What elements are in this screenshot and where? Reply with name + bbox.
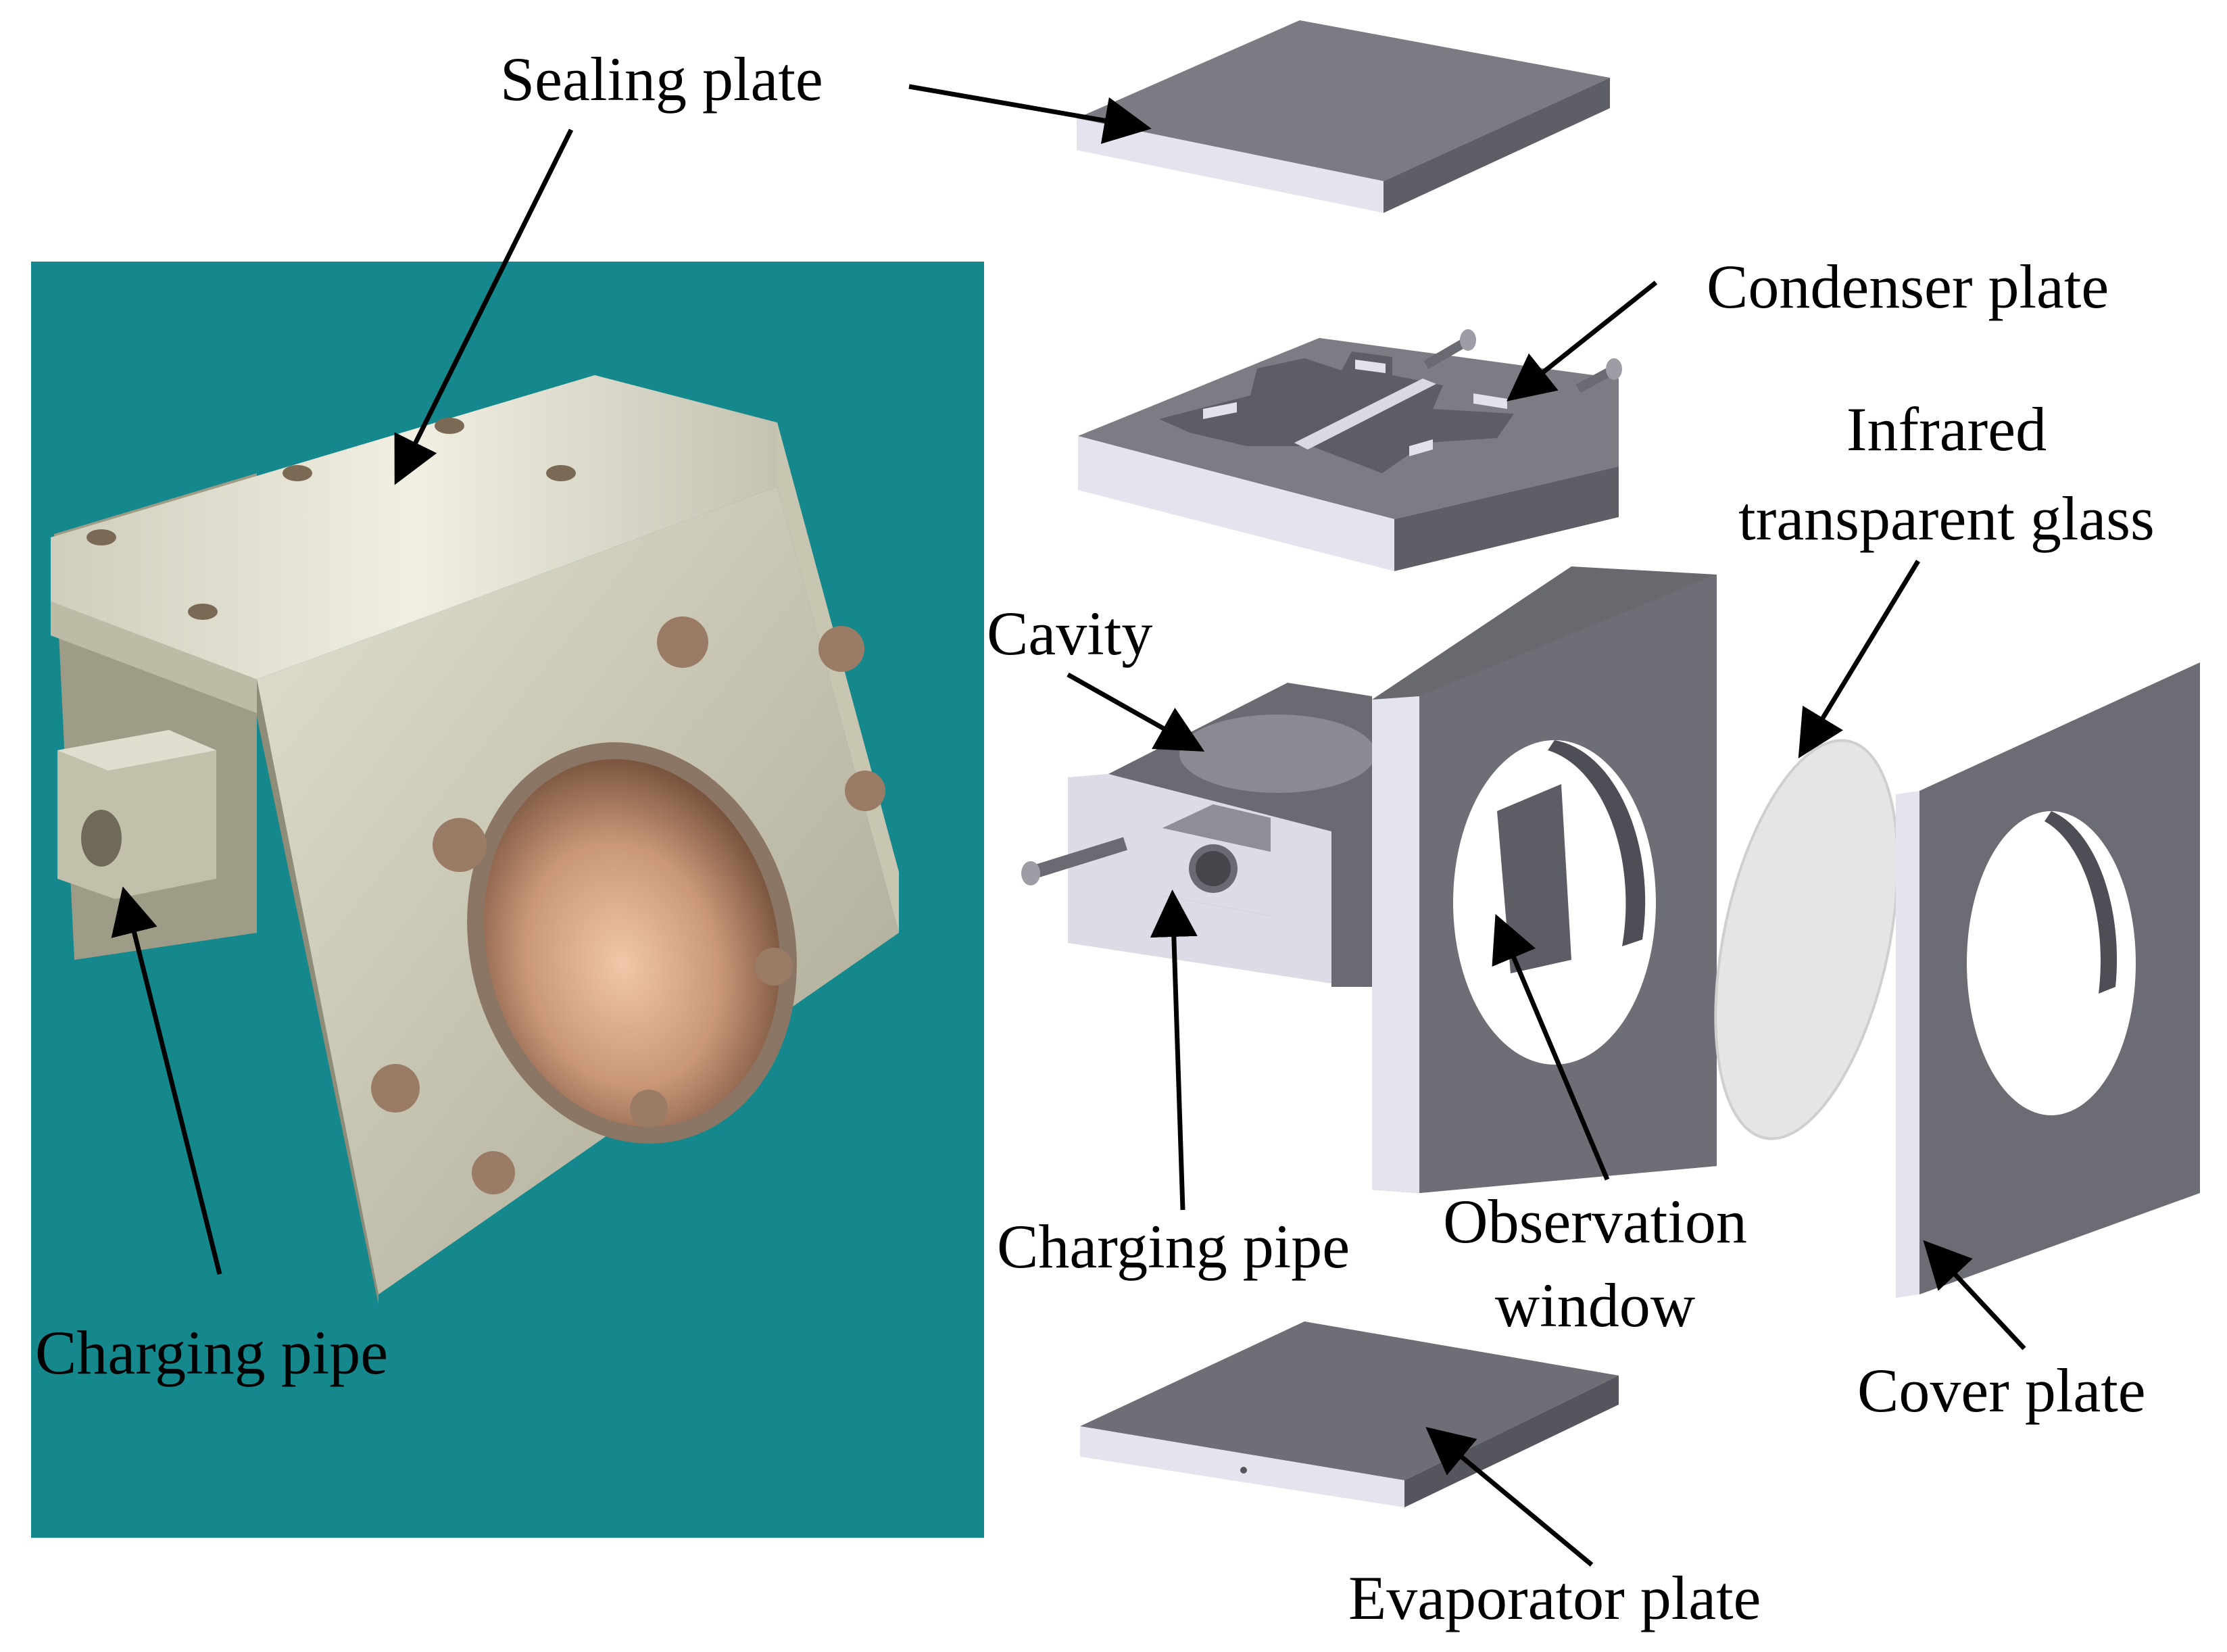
label-infrared-glass-line1: Infrared [1846,395,2047,464]
arrow-observation-window [1492,914,1610,1181]
label-evaporator-plate: Evaporator plate [1348,1563,1761,1632]
leader-arrows [111,84,2026,1567]
photo-sealing-plate-top [51,375,777,679]
arrow-sealing-plate-photo [394,128,574,485]
label-cover-plate: Cover plate [1857,1356,2146,1425]
cad-condenser-plate [1078,329,1622,571]
label-condenser-plate: Condenser plate [1707,252,2109,321]
cad-cover-plate [1896,662,2200,1298]
cad-sealing-plate [1077,20,1610,213]
label-sealing-plate: Sealing plate [500,45,823,114]
label-charging-pipe-cad: Charging pipe [997,1212,1350,1281]
arrow-condenser-plate [1507,281,1658,402]
label-observation-window-line2: window [1495,1271,1696,1340]
cad-infrared-glass [1714,739,1899,1140]
prototype-photo [31,262,984,1538]
arrow-sealing-plate-cad [908,84,1152,144]
label-observation-window-line1: Observation [1443,1187,1747,1256]
arrow-infrared-glass [1798,560,1920,758]
photo-pipe-hole [81,810,122,867]
label-charging-pipe-photo: Charging pipe [35,1318,388,1387]
cad-cavity-body [1021,683,1375,987]
label-infrared-glass-line2: transparent glass [1738,484,2155,553]
arrow-charging-pipe-cad [1150,890,1198,1211]
arrow-charging-pipe-photo [111,886,222,1275]
cad-cavity-opening [1179,714,1375,793]
arrow-cavity [1067,672,1205,752]
arrow-evaporator-plate [1425,1427,1594,1567]
label-cavity: Cavity [987,599,1152,668]
arrow-cover-plate [1923,1240,2026,1351]
callout-labels: Sealing plate Condenser plate Infrared t… [35,45,2155,1632]
cad-evaporator-plate [1080,1321,1619,1507]
cad-observation-window-plate [1372,566,1717,1193]
